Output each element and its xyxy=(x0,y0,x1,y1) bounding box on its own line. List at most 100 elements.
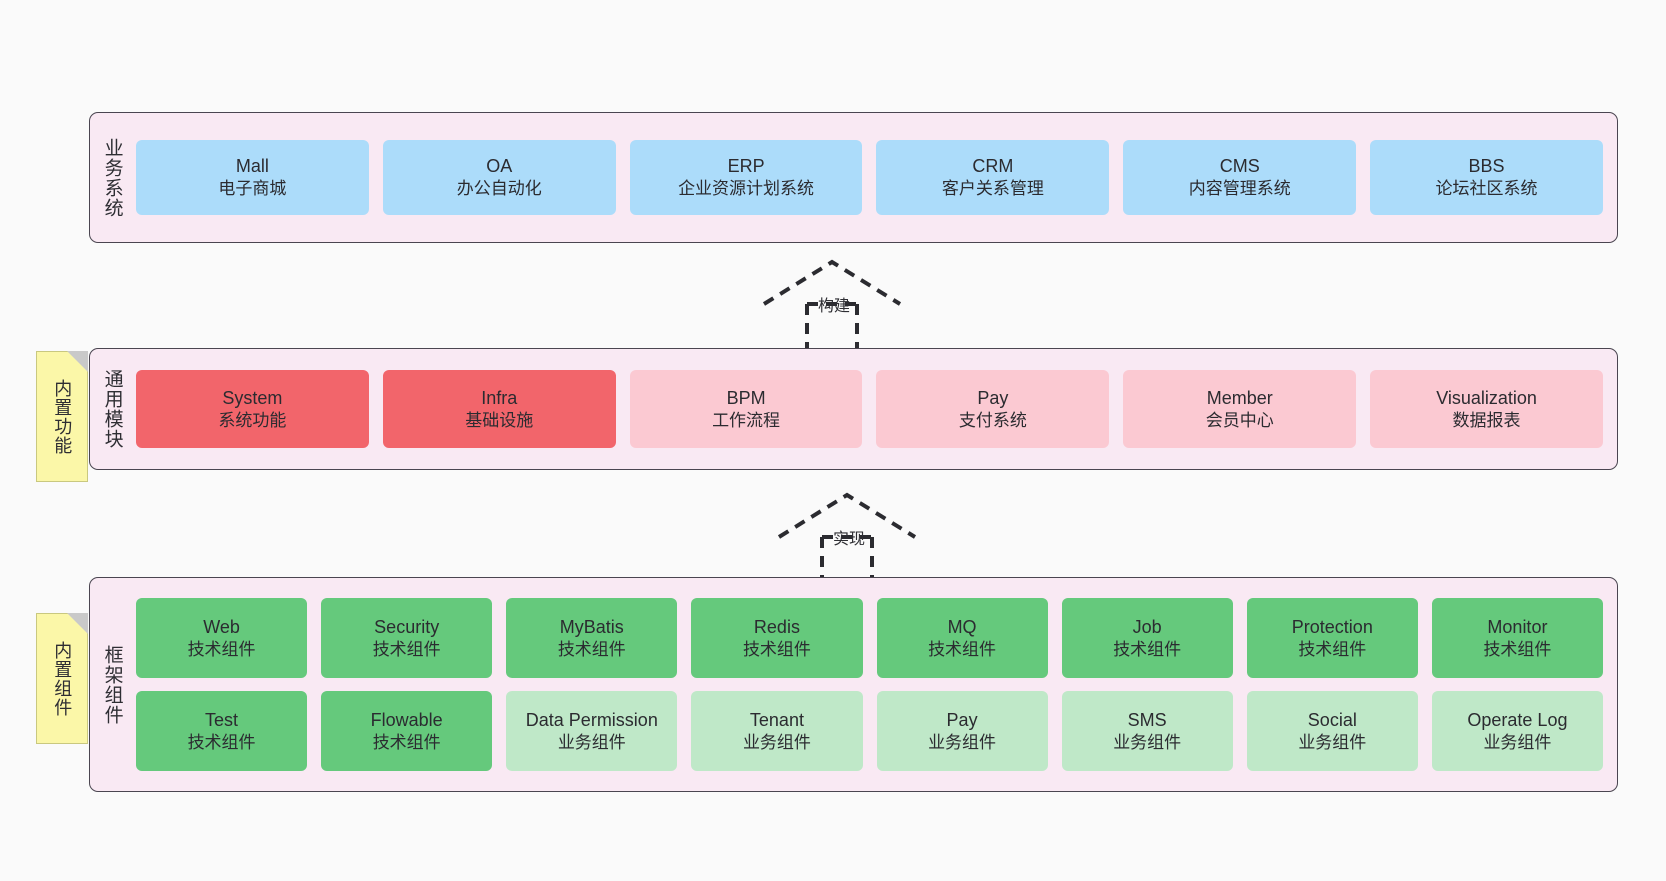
node-title: Test xyxy=(205,709,239,730)
node-system[interactable]: System 系统功能 xyxy=(136,370,369,448)
node-title: Data Permission xyxy=(525,709,658,730)
node-operate-log[interactable]: Operate Log 业务组件 xyxy=(1431,691,1603,771)
node-subtitle: 支付系统 xyxy=(958,410,1027,430)
node-title: BBS xyxy=(1468,156,1505,177)
node-web[interactable]: Web 技术组件 xyxy=(136,598,308,678)
node-title: MQ xyxy=(947,616,977,637)
node-visualization[interactable]: Visualization 数据报表 xyxy=(1370,370,1603,448)
node-subtitle: 技术组件 xyxy=(1113,639,1182,659)
box-row: Test 技术组件 Flowable 技术组件 Data Permission … xyxy=(136,691,1603,771)
node-subtitle: 内容管理系统 xyxy=(1188,179,1291,199)
node-title: Tenant xyxy=(749,709,804,730)
node-subtitle: 技术组件 xyxy=(1298,639,1367,659)
node-subtitle: 会员中心 xyxy=(1205,410,1274,430)
node-title: Operate Log xyxy=(1467,709,1568,730)
node-subtitle: 基础设施 xyxy=(465,410,534,430)
node-subtitle: 业务组件 xyxy=(1298,732,1367,752)
node-data-permission[interactable]: Data Permission 业务组件 xyxy=(506,691,678,771)
layer-caption-business: 业务系统 xyxy=(101,137,123,218)
node-subtitle: 客户关系管理 xyxy=(941,179,1044,199)
box-row: Web 技术组件 Security 技术组件 MyBatis 技术组件 Redi… xyxy=(136,598,1603,678)
node-subtitle: 工作流程 xyxy=(712,410,781,430)
node-subtitle: 技术组件 xyxy=(187,639,256,659)
node-subtitle: 业务组件 xyxy=(1483,732,1552,752)
node-social[interactable]: Social 业务组件 xyxy=(1246,691,1418,771)
node-title: MyBatis xyxy=(559,616,624,637)
box-row: System 系统功能 Infra 基础设施 BPM 工作流程 Pay 支付系统… xyxy=(136,370,1603,448)
node-title: Social xyxy=(1307,709,1357,730)
node-subtitle: 系统功能 xyxy=(218,410,287,430)
node-crm[interactable]: CRM 客户关系管理 xyxy=(876,140,1110,215)
node-title: Infra xyxy=(481,387,518,408)
layer-caption-common: 通用模块 xyxy=(101,369,123,449)
node-mybatis[interactable]: MyBatis 技术组件 xyxy=(506,598,678,678)
node-subtitle: 技术组件 xyxy=(928,639,997,659)
node-subtitle: 业务组件 xyxy=(928,732,997,752)
node-title: ERP xyxy=(727,156,765,177)
node-test[interactable]: Test 技术组件 xyxy=(136,691,308,771)
node-subtitle: 技术组件 xyxy=(187,732,256,752)
note-text: 内置组件 xyxy=(52,640,73,717)
node-protection[interactable]: Protection 技术组件 xyxy=(1246,598,1418,678)
node-title: Protection xyxy=(1291,616,1373,637)
node-monitor[interactable]: Monitor 技术组件 xyxy=(1431,598,1603,678)
node-erp[interactable]: ERP 企业资源计划系统 xyxy=(629,140,863,215)
node-bpm[interactable]: BPM 工作流程 xyxy=(629,370,863,448)
node-title: Flowable xyxy=(370,709,443,730)
node-title: Web xyxy=(203,616,240,637)
arrow-implement: 实现 xyxy=(767,489,927,581)
node-subtitle: 技术组件 xyxy=(372,732,441,752)
layer-framework-nodes: Web 技术组件 Security 技术组件 MyBatis 技术组件 Redi… xyxy=(134,578,1617,791)
node-bbs[interactable]: BBS 论坛社区系统 xyxy=(1370,140,1603,215)
node-title: Pay xyxy=(977,387,1009,408)
node-flowable[interactable]: Flowable 技术组件 xyxy=(321,691,493,771)
node-title: Visualization xyxy=(1436,387,1537,408)
node-title: Mall xyxy=(235,156,269,177)
node-subtitle: 电子商城 xyxy=(218,179,287,199)
node-subtitle: 技术组件 xyxy=(557,639,626,659)
node-sms[interactable]: SMS 业务组件 xyxy=(1061,691,1233,771)
node-cms[interactable]: CMS 内容管理系统 xyxy=(1123,140,1357,215)
arrow-label-implement: 实现 xyxy=(833,531,866,548)
node-title: Monitor xyxy=(1487,616,1548,637)
layer-caption-framework: 框架组件 xyxy=(101,644,123,725)
node-pay-component[interactable]: Pay 业务组件 xyxy=(876,691,1048,771)
node-infra[interactable]: Infra 基础设施 xyxy=(382,370,616,448)
node-mq[interactable]: MQ 技术组件 xyxy=(876,598,1048,678)
node-subtitle: 论坛社区系统 xyxy=(1435,179,1538,199)
node-title: OA xyxy=(486,156,513,177)
arrow-head-path xyxy=(777,492,917,539)
node-pay[interactable]: Pay 支付系统 xyxy=(876,370,1110,448)
node-job[interactable]: Job 技术组件 xyxy=(1061,598,1233,678)
arrow-head-path xyxy=(762,259,902,306)
node-title: BPM xyxy=(726,387,766,408)
node-subtitle: 技术组件 xyxy=(742,639,811,659)
layer-common-module: 通用模块 System 系统功能 Infra 基础设施 BPM 工作流程 Pay… xyxy=(89,348,1618,470)
node-subtitle: 办公自动化 xyxy=(456,179,542,199)
node-subtitle: 企业资源计划系统 xyxy=(678,179,815,199)
node-title: Member xyxy=(1206,387,1273,408)
note-builtin-component: 内置组件 xyxy=(36,613,88,744)
node-oa[interactable]: OA 办公自动化 xyxy=(382,140,616,215)
node-title: Security xyxy=(374,616,440,637)
node-title: System xyxy=(222,387,283,408)
box-row: Mall 电子商城 OA 办公自动化 ERP 企业资源计划系统 CRM 客户关系… xyxy=(136,140,1603,215)
node-subtitle: 技术组件 xyxy=(372,639,441,659)
node-title: Job xyxy=(1132,616,1162,637)
node-security[interactable]: Security 技术组件 xyxy=(321,598,493,678)
layer-business-system: 业务系统 Mall 电子商城 OA 办公自动化 ERP 企业资源计划系统 CRM… xyxy=(89,112,1618,243)
note-builtin-function: 内置功能 xyxy=(36,351,88,482)
node-member[interactable]: Member 会员中心 xyxy=(1123,370,1357,448)
node-title: Redis xyxy=(753,616,800,637)
node-title: SMS xyxy=(1127,709,1167,730)
node-title: CRM xyxy=(972,156,1014,177)
node-title: CMS xyxy=(1219,156,1260,177)
node-title: Pay xyxy=(946,709,978,730)
layer-framework-component: 框架组件 Web 技术组件 Security 技术组件 MyBatis 技术组件… xyxy=(89,577,1618,792)
node-mall[interactable]: Mall 电子商城 xyxy=(136,140,369,215)
layer-common-nodes: System 系统功能 Infra 基础设施 BPM 工作流程 Pay 支付系统… xyxy=(134,349,1617,469)
node-tenant[interactable]: Tenant 业务组件 xyxy=(691,691,863,771)
node-redis[interactable]: Redis 技术组件 xyxy=(691,598,863,678)
layer-business-nodes: Mall 电子商城 OA 办公自动化 ERP 企业资源计划系统 CRM 客户关系… xyxy=(134,113,1617,242)
